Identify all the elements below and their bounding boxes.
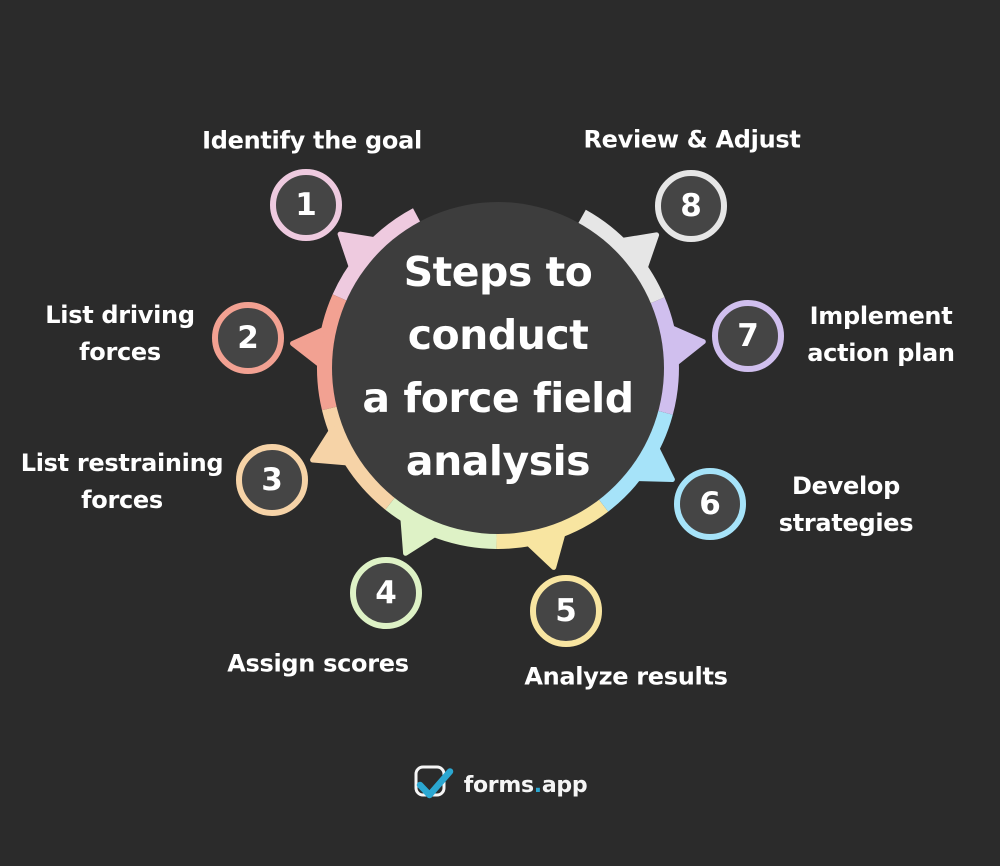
step-4-label-line: Assign scores <box>227 649 409 678</box>
step-4-label: Assign scores <box>227 646 409 683</box>
brand-suffix: app <box>541 772 588 798</box>
step-2-number: 2 <box>237 320 259 356</box>
step-7-label-line: action plan <box>807 339 955 367</box>
diagram-title: Steps to conduct a force field analysis <box>362 241 634 493</box>
footer-brand: forms.app <box>0 764 1000 806</box>
ring-arrow-2 <box>290 325 330 369</box>
step-1-label-line: Identify the goal <box>202 126 422 155</box>
step-3-number: 3 <box>261 462 283 498</box>
step-6-number: 6 <box>699 486 721 522</box>
step-5-badge: 5 <box>530 575 602 647</box>
title-line-2: conduct <box>407 311 589 359</box>
brand-prefix: forms <box>463 772 534 798</box>
title-line-3: a force field <box>362 374 634 422</box>
step-1-badge: 1 <box>270 169 342 241</box>
step-6-label-line: Develop <box>792 472 900 500</box>
center-circle <box>332 202 664 534</box>
step-6-badge: 6 <box>674 468 746 540</box>
ring-arrow-6 <box>632 443 675 482</box>
ring-arrow-3 <box>310 426 353 466</box>
step-3-label-line: List restraining <box>20 449 224 477</box>
step-5-number: 5 <box>555 593 577 629</box>
ring-arrow-7 <box>666 324 706 368</box>
step-3-badge: 3 <box>236 444 308 516</box>
step-4-badge: 4 <box>350 557 422 629</box>
step-1-number: 1 <box>295 187 317 223</box>
step-7-number: 7 <box>737 318 759 354</box>
step-5-label: Analyze results <box>524 659 728 696</box>
step-3-label-line: forces <box>81 486 163 514</box>
brand-wordmark: forms.app <box>464 773 588 798</box>
step-7-label-line: Implement <box>809 302 953 330</box>
step-5-label-line: Analyze results <box>524 662 728 691</box>
brand-dot: . <box>533 772 542 798</box>
step-8-badge: 8 <box>655 170 727 242</box>
ring-arrow-8 <box>617 232 660 273</box>
step-2-badge: 2 <box>212 302 284 374</box>
logo-check-icon <box>416 768 453 799</box>
ring-arrow-1 <box>337 231 380 273</box>
ring-arrow-5 <box>523 528 567 570</box>
step-6-label: Develop strategies <box>779 468 914 542</box>
step-8-number: 8 <box>680 188 702 224</box>
step-2-label-line: forces <box>79 338 161 366</box>
step-2-label-line: List driving <box>45 301 195 329</box>
title-line-1: Steps to <box>403 248 593 296</box>
step-8-label-line: Review & Adjust <box>583 125 801 154</box>
step-4-number: 4 <box>375 575 397 611</box>
step-3-label: List restraining forces <box>21 445 224 519</box>
step-8-label: Review & Adjust <box>583 122 800 159</box>
step-7-label: Implement action plan <box>807 298 955 372</box>
step-7-badge: 7 <box>712 300 784 372</box>
step-6-label-line: strategies <box>778 509 914 537</box>
step-1-label: Identify the goal <box>202 123 422 160</box>
title-line-4: analysis <box>405 437 591 485</box>
step-2-label: List driving forces <box>45 297 195 371</box>
ring-arrow-4 <box>400 513 440 556</box>
forms-app-logo-icon <box>414 765 453 799</box>
